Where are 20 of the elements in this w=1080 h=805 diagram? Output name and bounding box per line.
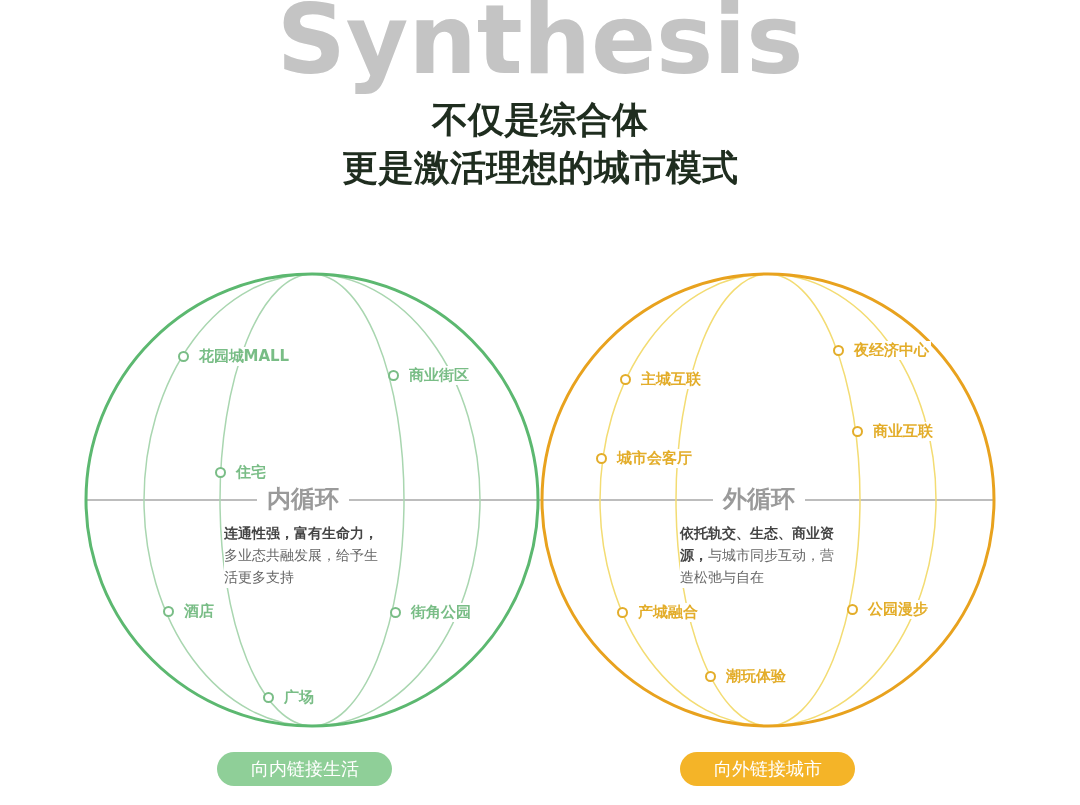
point-label: 广场 bbox=[281, 688, 316, 707]
point-label: 夜经济中心 bbox=[851, 341, 931, 360]
pill-badge: 向外链接城市 bbox=[680, 752, 855, 786]
point-label: 公园漫步 bbox=[865, 600, 930, 619]
point-label: 商业互联 bbox=[870, 422, 935, 441]
globe bbox=[540, 272, 996, 728]
point-label: 酒店 bbox=[181, 602, 216, 621]
background-word: Synthesis bbox=[275, 0, 805, 94]
pill-badge: 向内链接生活 bbox=[217, 752, 392, 786]
title-line: 不仅是综合体 bbox=[430, 100, 649, 140]
point-label: 花园城MALL bbox=[196, 347, 292, 366]
point-label: 产城融合 bbox=[635, 603, 700, 622]
point-label: 潮玩体验 bbox=[723, 667, 788, 686]
title-line: 更是激活理想的城市模式 bbox=[341, 148, 739, 188]
point-label: 主城互联 bbox=[638, 370, 703, 389]
point-label: 住宅 bbox=[233, 463, 268, 482]
point-label: 街角公园 bbox=[408, 603, 473, 622]
globe bbox=[84, 272, 540, 728]
point-label: 商业街区 bbox=[406, 366, 471, 385]
point-label: 城市会客厅 bbox=[614, 449, 694, 468]
